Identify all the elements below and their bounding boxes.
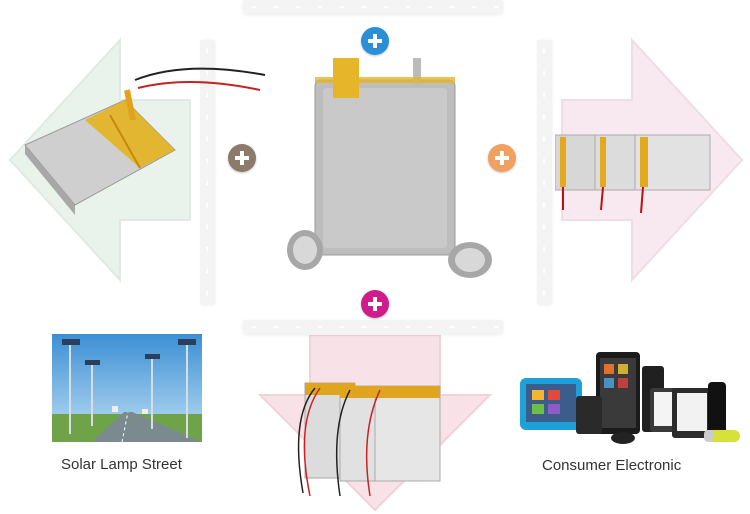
solar-street-lamp-image <box>52 334 202 442</box>
consumer-electronics-image <box>520 352 740 444</box>
plus-icon-bottom <box>361 290 389 318</box>
small-pouch-battery-image <box>24 67 266 215</box>
middle-dotted-strip <box>243 320 503 334</box>
three-cell-battery-image <box>297 382 441 497</box>
plus-icon-top <box>361 27 389 55</box>
top-dotted-strip <box>243 0 503 14</box>
right-dotted-strip <box>537 40 551 305</box>
caption-solar-lamp-street: Solar Lamp Street <box>61 456 182 473</box>
plus-icon-right <box>488 144 516 172</box>
caption-consumer-electronic: Consumer Electronic <box>542 457 682 474</box>
plus-icon-left <box>228 144 256 172</box>
left-dotted-strip <box>200 40 214 305</box>
battery-row-image <box>555 134 711 214</box>
large-pouch-battery-image <box>287 58 492 278</box>
